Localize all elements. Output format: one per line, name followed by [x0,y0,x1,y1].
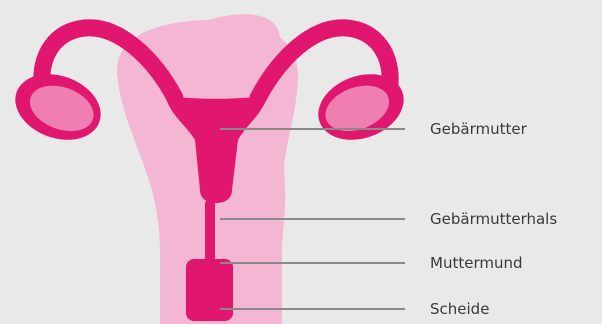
left-ovary [6,63,110,151]
vagina-shape [186,259,233,321]
label-vagina: Scheide [430,300,489,318]
label-cervix: Gebärmutterhals [430,210,557,228]
label-uterus: Gebärmutter [430,120,527,138]
label-cervical-os: Muttermund [430,254,523,272]
cervix-shape [205,200,215,262]
